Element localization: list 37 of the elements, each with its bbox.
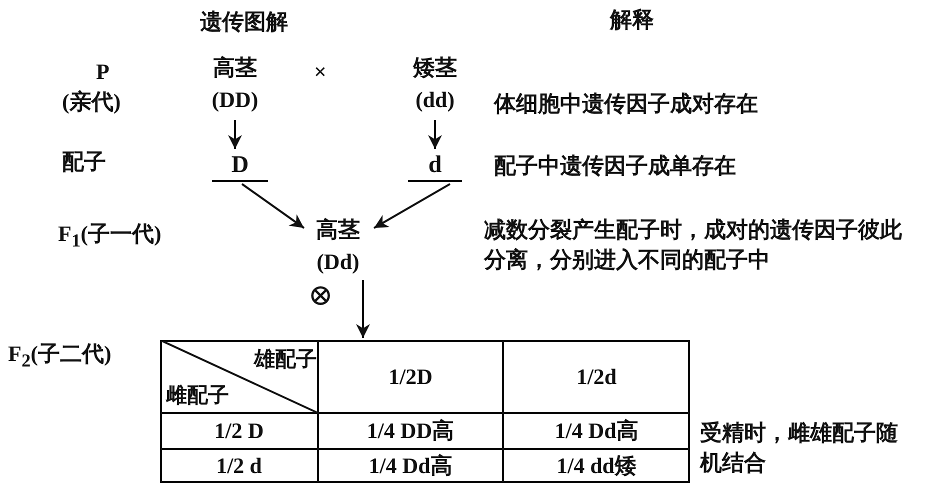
generation-label: F$_{1}$(子一代)	[58, 220, 162, 252]
punnett-square	[160, 340, 690, 483]
column-header: 雄配子	[254, 346, 317, 373]
column-header: 1/2d	[576, 362, 617, 390]
arrow	[374, 183, 450, 229]
offspring-ratio: 1/4 Dd高	[554, 417, 638, 445]
cross-symbol: ×	[314, 58, 327, 86]
column-heading: 解释	[610, 6, 654, 34]
generation-label: F$_{2}$(子二代)	[8, 340, 112, 372]
explanation-text: 受精时，雌雄配子随机结合	[700, 419, 899, 477]
selfing-symbol: ⊗	[308, 282, 334, 310]
generation-label: (亲代)	[62, 88, 121, 116]
phenotype-label: 高茎	[315, 216, 361, 244]
arrow	[356, 280, 370, 338]
explanation-text: 体细胞中遗传因子成对存在	[494, 90, 758, 118]
offspring-ratio: 1/4 dd矮	[556, 452, 637, 480]
row-header: 1/2 D	[214, 417, 264, 445]
genotype-label: (DD)	[210, 86, 260, 114]
arrow	[241, 183, 305, 229]
genotype-label: (dd)	[414, 86, 456, 114]
arrow	[228, 120, 242, 149]
row-header: 1/2 d	[216, 452, 262, 480]
genotype-label: (Dd)	[316, 248, 360, 276]
column-heading: 遗传图解	[200, 8, 288, 36]
column-header: 1/2D	[388, 362, 432, 390]
arrow	[428, 120, 442, 149]
row-header: 雌配子	[166, 382, 229, 409]
explanation-text: 减数分裂产生配子时，成对的遗传因子彼此分离，分别进入不同的配子中	[484, 216, 903, 274]
gamete-label: D	[212, 150, 268, 182]
phenotype-label: 高茎	[212, 54, 258, 82]
phenotype-label: 矮茎	[412, 54, 458, 82]
explanation-text: 配子中遗传因子成单存在	[494, 152, 736, 180]
offspring-ratio: 1/4 Dd高	[368, 452, 452, 480]
offspring-ratio: 1/4 DD高	[366, 417, 454, 445]
gamete-label: d	[408, 150, 462, 182]
generation-label: 配子	[62, 148, 106, 176]
generation-label: P	[96, 58, 110, 86]
